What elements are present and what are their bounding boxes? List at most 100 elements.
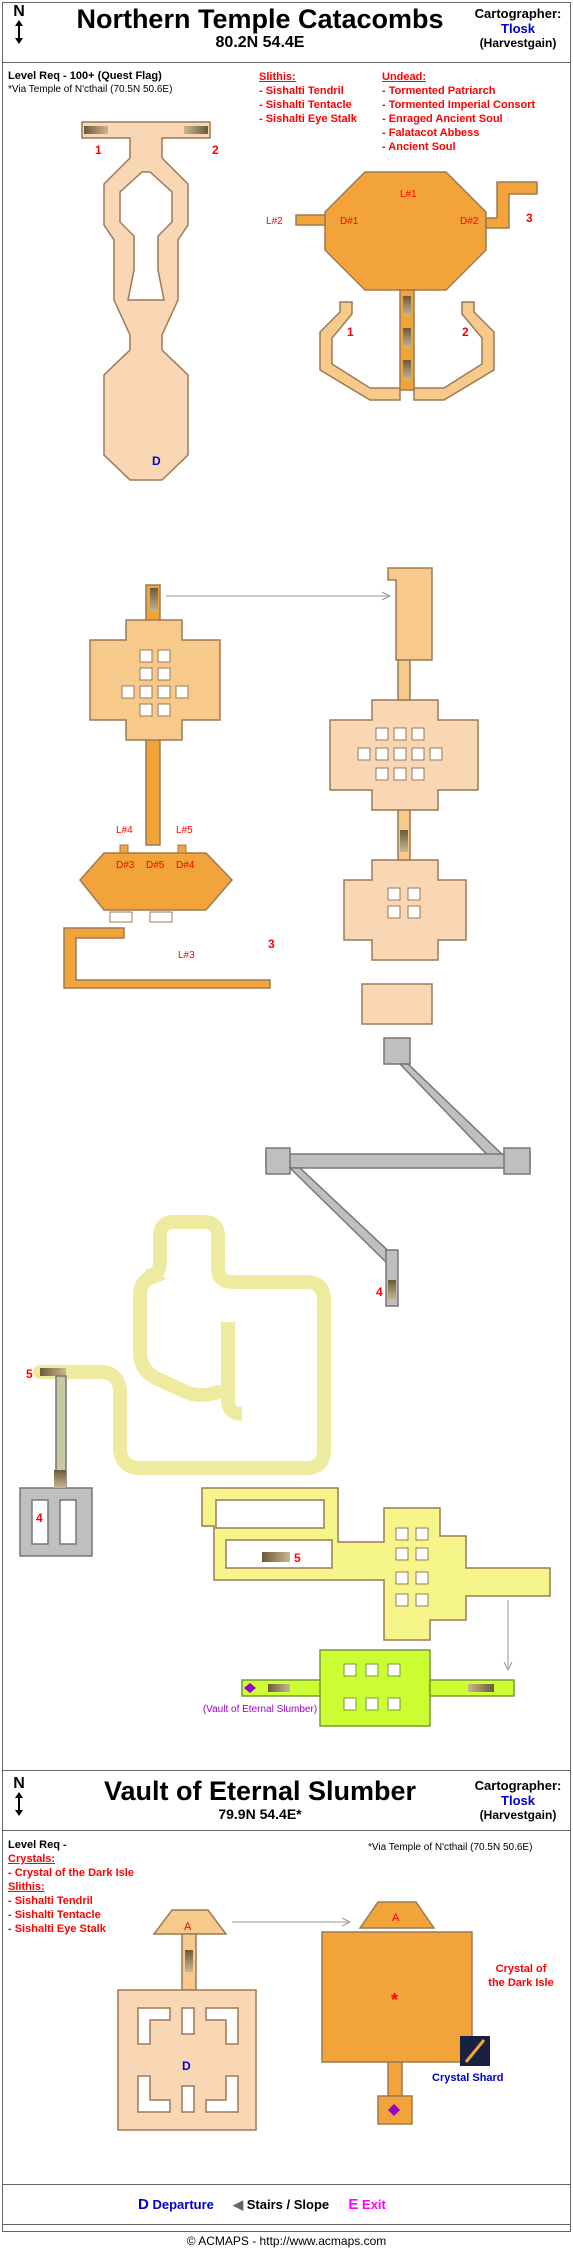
crystal-marker: *: [391, 1990, 398, 2010]
section-c-orange: [63, 584, 271, 989]
divider: [2, 2224, 571, 2225]
ramp-icon: [388, 1280, 396, 1300]
label-3: 3: [268, 937, 275, 951]
label-3: 3: [526, 211, 533, 225]
map1-slithis-list: Slithis: - Sishalti Tendril - Sishalti T…: [259, 70, 357, 126]
list-item: - Falatacot Abbess: [382, 127, 480, 139]
list-item: - Sishalti Eye Stalk: [259, 113, 357, 125]
exit-symbol: E: [348, 2196, 359, 2213]
footer-credit: © ACMAPS - http://www.acmaps.com: [186, 2234, 387, 2248]
slithis-header: Slithis:: [8, 1881, 45, 1893]
divider: [2, 62, 571, 63]
map1-level-req: Level Req - 100+ (Quest Flag): [8, 70, 162, 82]
crystal-label-line: Crystal of: [495, 1963, 547, 1975]
map2-drawing: A D A *: [117, 1901, 490, 2131]
section-d-peach: [329, 567, 479, 1025]
north-arrow-icon: [15, 1792, 23, 1816]
undead-header: Undead:: [382, 71, 426, 83]
cartographer-alias: (Harvestgain): [479, 36, 557, 50]
exit-label: Exit: [362, 2197, 386, 2212]
door-5: D#5: [146, 860, 165, 871]
ramp-icon: [184, 126, 208, 134]
door-2: D#2: [460, 216, 479, 227]
lever-5: L#5: [176, 825, 193, 836]
cartographer-name: Tlosk: [501, 21, 535, 36]
legend: D Departure ◀ Stairs / Slope E Exit: [138, 2196, 386, 2213]
section-a-peach: [81, 121, 211, 481]
door-1: D#1: [340, 216, 359, 227]
vault-left-room: [117, 1909, 257, 2131]
ramp-icon: [268, 1684, 290, 1692]
door-4: D#4: [176, 860, 195, 871]
list-item: - Sishalti Tentacle: [8, 1909, 101, 1921]
anchor-a: A: [184, 1921, 192, 1933]
divider: [2, 2184, 571, 2185]
ramp-icon: [84, 126, 108, 134]
list-item: - Tormented Imperial Consort: [382, 99, 536, 111]
ramp-icon: [403, 296, 411, 316]
departure-marker: D: [182, 2059, 191, 2073]
crystals-header: Crystals:: [8, 1853, 56, 1865]
north-indicator: N: [8, 1776, 30, 1821]
lever-4: L#4: [116, 825, 133, 836]
label-1: 1: [347, 325, 354, 339]
map2-coords: 79.9N 54.4E*: [218, 1806, 302, 1822]
ramp-icon: [150, 588, 158, 612]
label-4: 4: [36, 1511, 43, 1525]
list-item: - Crystal of the Dark Isle: [8, 1867, 134, 1879]
ramp-icon: [468, 1684, 494, 1692]
map1-undead-list: Undead: - Tormented Patriarch - Tormente…: [382, 70, 535, 154]
section-h-yellow: [201, 1487, 551, 1641]
list-item: - Enraged Ancient Soul: [382, 113, 503, 125]
map1-drawing: 1 2 D 1 2 3 L#1 L#2 D#1 D#2 L#4 L#5 D#3 …: [19, 121, 551, 1727]
crystal-label: Crystal of the Dark Isle: [476, 1962, 566, 1990]
map2-info-list: Level Req - Crystals: - Crystal of the D…: [8, 1838, 134, 1936]
section-b-orange: [295, 171, 538, 401]
label-5: 5: [26, 1367, 33, 1381]
ramp-icon: [262, 1552, 290, 1562]
map1-via: *Via Temple of N'cthail (70.5N 50.6E): [8, 84, 173, 95]
map2-cartographer: Cartographer: Tlosk (Harvestgain): [466, 1778, 570, 1822]
label-2: 2: [212, 143, 219, 157]
vault-right-room: [321, 1901, 473, 2125]
lever-1: L#1: [400, 189, 417, 200]
exit-icon: [244, 1683, 256, 1693]
divider: [2, 1770, 571, 1771]
ramp-icon: [54, 1470, 66, 1488]
list-item: - Sishalti Eye Stalk: [8, 1923, 106, 1935]
cartographer-alias: (Harvestgain): [479, 1808, 557, 1822]
stairs-icon: ◀: [233, 2197, 244, 2212]
stairs-label: Stairs / Slope: [246, 2197, 330, 2212]
list-item: - Sishalti Tendril: [259, 85, 344, 97]
map1-cartographer: Cartographer: Tlosk (Harvestgain): [466, 6, 570, 50]
crystal-shard-label: Crystal Shard: [432, 2072, 504, 2084]
north-arrow-icon: [15, 20, 23, 44]
list-item: - Ancient Soul: [382, 141, 456, 153]
north-label: N: [13, 1775, 25, 1792]
ramp-icon: [185, 1950, 193, 1972]
ramp-icon: [400, 830, 408, 852]
ramp-icon: [403, 328, 411, 348]
map2-level-req: Level Req -: [8, 1839, 67, 1851]
ramp-icon: [403, 360, 411, 380]
section-f-khaki: [33, 1215, 331, 1475]
map2-title: Vault of Eternal Slumber: [103, 1776, 417, 1806]
exit-icon: [388, 2104, 400, 2116]
map1-coords: 80.2N 54.4E: [215, 34, 305, 51]
label-1: 1: [95, 143, 102, 157]
divider: [2, 1830, 571, 1831]
crystal-label-line: the Dark Isle: [488, 1977, 554, 1989]
north-label: N: [13, 3, 25, 20]
list-item: - Sishalti Tendril: [8, 1895, 93, 1907]
label-2: 2: [462, 325, 469, 339]
label-5: 5: [294, 1551, 301, 1565]
list-item: - Tormented Patriarch: [382, 85, 496, 97]
lever-3: L#3: [178, 950, 195, 961]
departure-marker: D: [152, 454, 161, 468]
departure-label: Departure: [152, 2197, 214, 2212]
label-4: 4: [376, 1285, 383, 1299]
cartographer-label: Cartographer:: [474, 6, 562, 21]
list-item: - Sishalti Tentacle: [259, 99, 352, 111]
door-3: D#3: [116, 860, 135, 871]
